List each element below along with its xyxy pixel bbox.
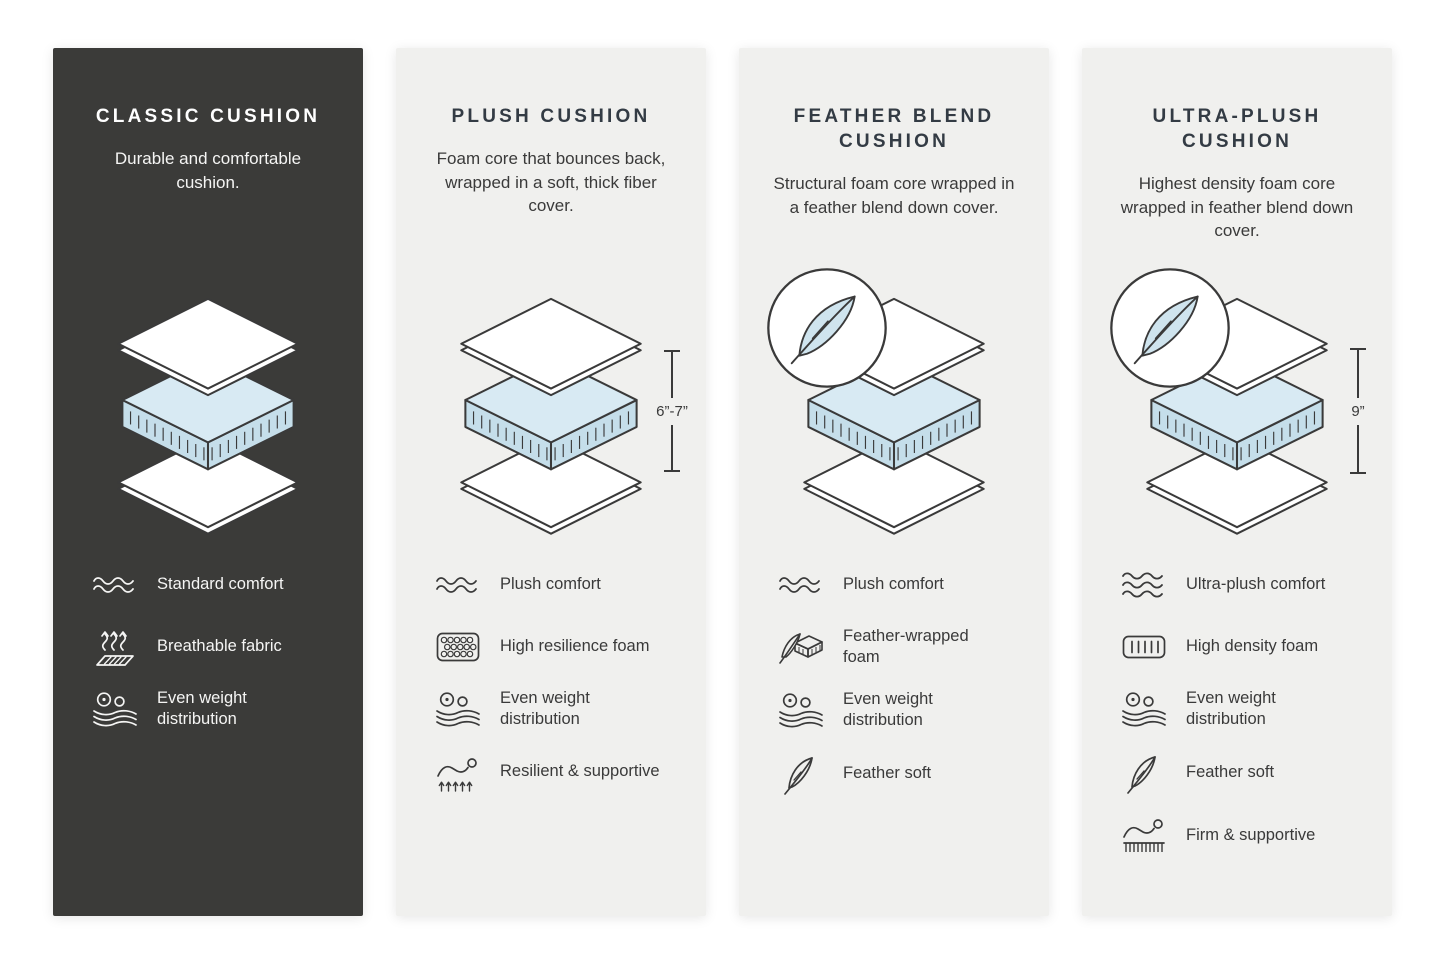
dimension-line <box>1357 424 1359 472</box>
feather-badge <box>1108 266 1232 390</box>
feature-label: Firm & supportive <box>1186 826 1316 845</box>
column-title: PLUSH CUSHION <box>451 106 651 127</box>
even-weight-icon <box>432 691 484 728</box>
feature-item: Resilient & supportive <box>432 751 688 793</box>
feather-badge-icon <box>765 266 889 390</box>
feather-wrapped-foam-icon <box>775 627 827 667</box>
column-description: Foam core that bounces back, wrapped in … <box>436 149 666 215</box>
resilient-supportive-icon <box>432 751 484 793</box>
feature-label: Even weight distribution <box>500 689 590 729</box>
feature-label: Even weight distribution <box>843 689 933 730</box>
feature-item: Even weight distribution <box>1118 688 1374 731</box>
feature-item: Firm & supportive <box>1118 815 1374 857</box>
high-density-foam-icon <box>1118 633 1170 661</box>
feature-item: Ultra-plush comfort <box>1118 564 1374 606</box>
waves-icon <box>432 573 484 597</box>
feature-label: Standard comfort <box>157 575 284 594</box>
feature-label: High density foam <box>1186 637 1319 656</box>
dimension-cap-bottom <box>664 470 680 472</box>
dimension-label: 6”-7” <box>656 402 688 420</box>
cushion-diagram <box>102 294 314 539</box>
column-title: FEATHER BLEND CUSHION <box>793 106 995 153</box>
dimension-cap-bottom <box>1350 472 1366 474</box>
feature-label: Feather soft <box>843 764 932 783</box>
feature-item: Standard comfort <box>89 564 345 606</box>
column-plush-cushion: PLUSH CUSHION Foam core that bounces bac… <box>396 48 706 916</box>
feature-item: Plush comfort <box>775 564 1031 606</box>
feature-label: Plush comfort <box>500 575 601 594</box>
column-ultra-plush-cushion: ULTRA-PLUSH CUSHION Highest density foam… <box>1082 48 1392 916</box>
feature-list: Standard comfort Breathable fabric Even … <box>89 564 345 731</box>
feature-label: Breathable fabric <box>157 637 282 656</box>
feature-item: Breathable fabric <box>89 626 345 668</box>
column-description: Highest density foam core wrapped in fea… <box>1120 174 1354 241</box>
feature-item: Feather soft <box>1118 751 1374 795</box>
even-weight-icon <box>1118 691 1170 728</box>
feature-label: High resilience foam <box>500 637 650 656</box>
dimension-label: 9” <box>1351 402 1365 420</box>
dimension-line <box>671 352 673 398</box>
feature-label: Plush comfort <box>843 575 944 594</box>
feature-list: Plush comfort High resilience foam Even … <box>432 564 688 793</box>
column-description: Structural foam core wrapped in a feathe… <box>773 174 1015 217</box>
dimension-cap-top <box>1350 348 1366 350</box>
dimension-line <box>671 424 673 470</box>
feature-item: Feather-wrapped foam <box>775 626 1031 669</box>
feature-item: Even weight distribution <box>432 688 688 731</box>
feature-label: Even weight distribution <box>157 689 247 729</box>
cushion-layers-illustration <box>445 294 657 539</box>
feature-item: Even weight distribution <box>775 689 1031 732</box>
feather-badge <box>765 266 889 390</box>
feature-item: Feather soft <box>775 752 1031 796</box>
feature-label: Resilient & supportive <box>500 762 660 781</box>
even-weight-icon <box>775 692 827 729</box>
feature-label: Ultra-plush comfort <box>1186 575 1326 594</box>
feature-list: Ultra-plush comfort High density foam Ev… <box>1118 564 1374 857</box>
waves-icon <box>89 573 141 597</box>
dimension-line <box>1357 350 1359 398</box>
column-feather-blend-cushion: FEATHER BLEND CUSHION Structural foam co… <box>739 48 1049 916</box>
feature-label: Feather-wrapped foam <box>843 627 969 667</box>
column-classic-cushion: CLASSIC CUSHION Durable and comfortable … <box>53 48 363 916</box>
height-dimension-marker: 6”-7” <box>650 350 694 472</box>
feature-item: High resilience foam <box>432 626 688 668</box>
feather-icon <box>775 752 827 796</box>
even-weight-icon <box>89 691 141 728</box>
column-description: Durable and comfortable cushion. <box>114 149 302 192</box>
firm-supportive-icon <box>1118 816 1170 856</box>
resilience-foam-icon <box>432 631 484 663</box>
cushion-layers-illustration <box>102 294 314 539</box>
height-dimension-marker: 9” <box>1336 348 1380 474</box>
waves-3-icon <box>1118 570 1170 600</box>
column-title: ULTRA-PLUSH CUSHION <box>1152 106 1322 153</box>
feature-list: Plush comfort Feather-wrapped foam Even … <box>775 564 1031 796</box>
waves-icon <box>775 573 827 597</box>
column-title: CLASSIC CUSHION <box>95 106 321 127</box>
breathable-fabric-icon <box>89 627 141 667</box>
feature-item: Plush comfort <box>432 564 688 606</box>
feature-label: Even weight distribution <box>1186 689 1276 729</box>
feature-item: High density foam <box>1118 626 1374 668</box>
feather-badge-icon <box>1108 266 1232 390</box>
feature-label: Feather soft <box>1186 763 1275 782</box>
dimension-cap-top <box>664 350 680 352</box>
feature-item: Even weight distribution <box>89 688 345 731</box>
feather-icon <box>1118 751 1170 795</box>
cushion-diagram <box>445 294 657 539</box>
